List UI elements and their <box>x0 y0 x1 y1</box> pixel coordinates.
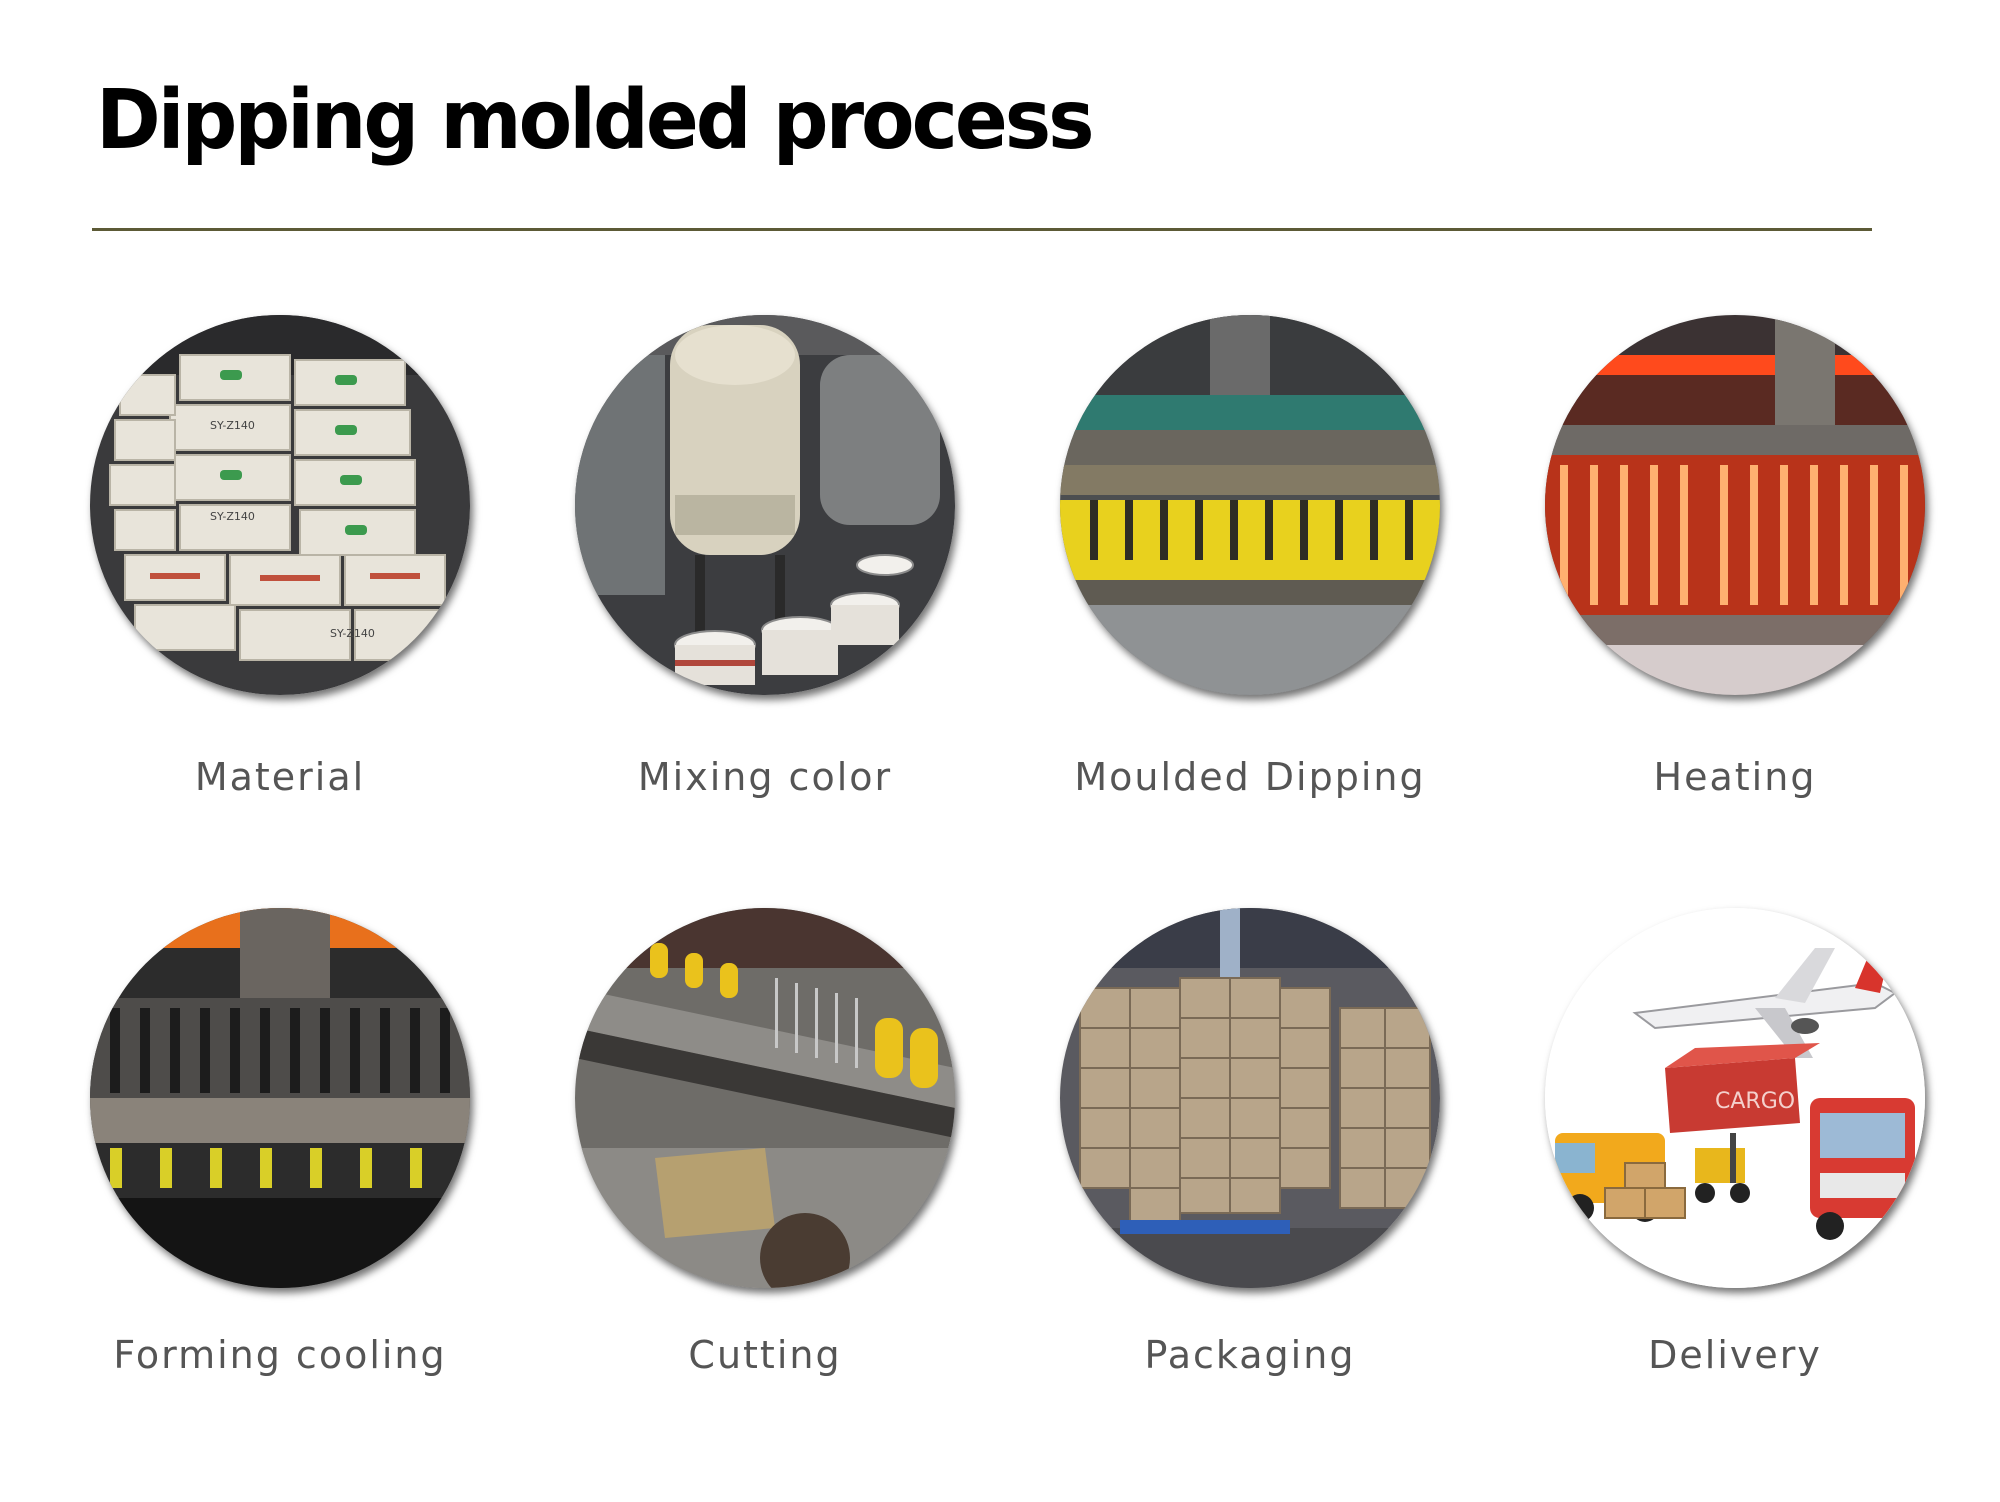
step-label: Mixing color <box>637 755 893 799</box>
step-label: Delivery <box>1648 1333 1822 1377</box>
material-bags-photo: SY-Z140 SY-Z140 SY-Z140 <box>90 315 470 695</box>
title-divider <box>92 228 1872 231</box>
bag-code-text: SY-Z140 <box>330 627 375 640</box>
step-label: Forming cooling <box>113 1333 447 1377</box>
mixing-tanks-photo <box>575 315 955 695</box>
process-step-packaging: Packaging <box>1040 908 1460 1428</box>
heating-oven-photo <box>1545 315 1925 695</box>
bag-code-text: SY-Z140 <box>210 419 255 432</box>
container-text: CARGO <box>1715 1089 1795 1114</box>
boxes-pallet-photo <box>1060 908 1440 1288</box>
step-label: Packaging <box>1144 1333 1356 1377</box>
process-step-material: SY-Z140 SY-Z140 SY-Z140 Material <box>70 315 490 835</box>
page-title: Dipping molded process <box>96 73 1095 168</box>
cargo-container-icon: CARGO <box>1665 1043 1820 1133</box>
forklift-icon <box>1695 1133 1750 1203</box>
cutting-line-photo <box>575 908 955 1288</box>
step-label: Heating <box>1653 755 1817 799</box>
process-step-mixing-color: Mixing color <box>555 315 975 835</box>
process-step-cutting: Cutting <box>555 908 975 1428</box>
step-label: Cutting <box>688 1333 842 1377</box>
parcel-boxes-icon <box>1604 1162 1686 1219</box>
process-step-moulded-dipping: Moulded Dipping <box>1040 315 1460 835</box>
dipping-machine-photo <box>1060 315 1440 695</box>
bag-code-text: SY-Z140 <box>210 510 255 523</box>
process-step-delivery: CARGO <box>1525 908 1945 1428</box>
step-label: Moulded Dipping <box>1074 755 1426 799</box>
delivery-vehicles-photo: CARGO <box>1545 908 1925 1288</box>
cooling-rack-photo <box>90 908 470 1288</box>
step-label: Material <box>194 755 366 799</box>
process-step-heating: Heating <box>1525 315 1945 835</box>
process-step-forming-cooling: Forming cooling <box>70 908 490 1428</box>
